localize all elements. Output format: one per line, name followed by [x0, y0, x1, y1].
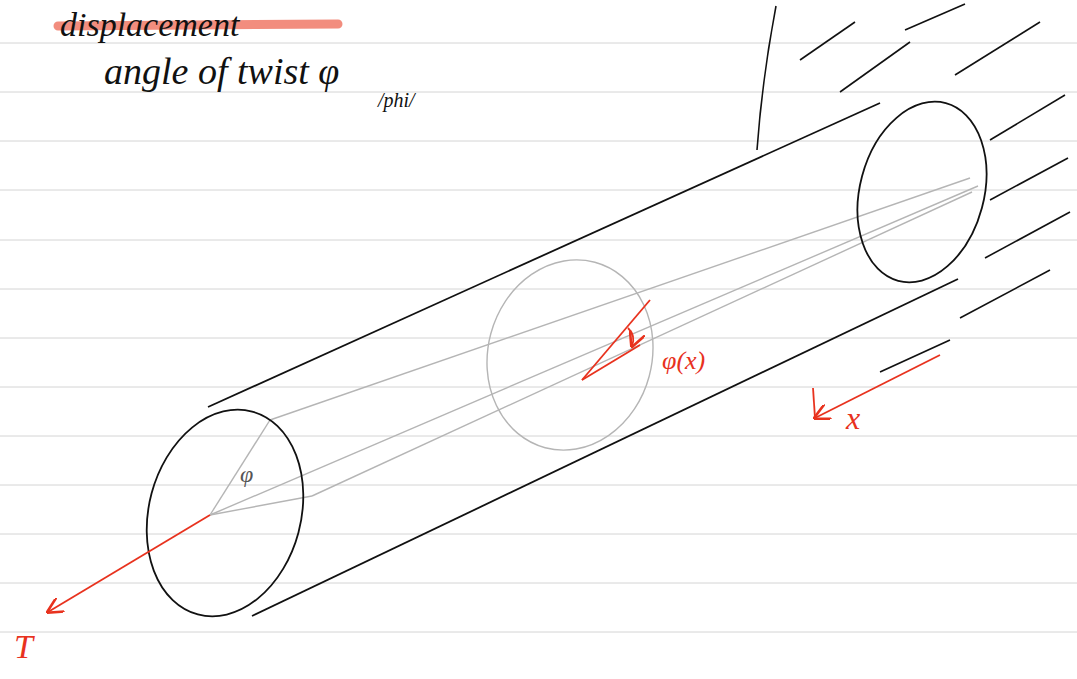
- wall-hatch: [800, 22, 855, 60]
- ruled-line: [0, 141, 1077, 142]
- ruled-line: [0, 190, 1077, 191]
- twist-arc: [628, 328, 633, 346]
- ruled-lines: [0, 43, 1077, 632]
- twist-angle-label: φ: [240, 462, 253, 486]
- torque-arrow: [48, 515, 210, 612]
- fixed-wall: [757, 4, 1070, 372]
- ruled-line: [0, 240, 1077, 241]
- surface-line: [270, 178, 970, 420]
- ruled-line: [0, 92, 1077, 93]
- ruled-line: [0, 583, 1077, 584]
- wall-hatch: [905, 4, 965, 30]
- twist-label: φ(x): [662, 348, 705, 374]
- torque-label: T: [14, 630, 33, 664]
- inner-lines: [210, 178, 978, 515]
- wall-edge: [757, 6, 776, 150]
- wall-hatch: [955, 22, 1040, 75]
- shaft-outline: [124, 87, 1005, 634]
- radius-line: [210, 420, 270, 515]
- ruled-line: [0, 632, 1077, 633]
- shaft-edge: [208, 103, 880, 407]
- axis-label: x: [846, 402, 860, 434]
- ruled-line: [0, 338, 1077, 339]
- heading-note: angle of twist φ: [104, 52, 339, 90]
- x-axis-arrow: [815, 355, 940, 418]
- shaft-edge: [252, 279, 958, 616]
- wall-hatch: [840, 42, 910, 92]
- ruled-line: [0, 289, 1077, 290]
- red-marks: [48, 300, 940, 612]
- free-end: [124, 392, 325, 634]
- shaft-axis: [210, 186, 978, 515]
- ruled-line: [0, 43, 1077, 44]
- wall-hatch: [960, 270, 1050, 318]
- wall-hatch: [990, 158, 1068, 200]
- radius-line: [210, 496, 312, 515]
- twist-line: [582, 300, 650, 380]
- struck-heading: displacement: [60, 8, 239, 42]
- surface-line: [312, 192, 972, 496]
- wall-hatch: [990, 95, 1065, 140]
- ruled-line: [0, 534, 1077, 535]
- ruled-line: [0, 436, 1077, 437]
- pronunciation-note: /phi/: [378, 90, 415, 110]
- ruled-line: [0, 387, 1077, 388]
- fixed-end: [838, 87, 1005, 297]
- ruled-line: [0, 485, 1077, 486]
- wall-hatch: [985, 212, 1070, 258]
- x-axis-tick: [813, 388, 815, 418]
- twist-line: [582, 345, 640, 380]
